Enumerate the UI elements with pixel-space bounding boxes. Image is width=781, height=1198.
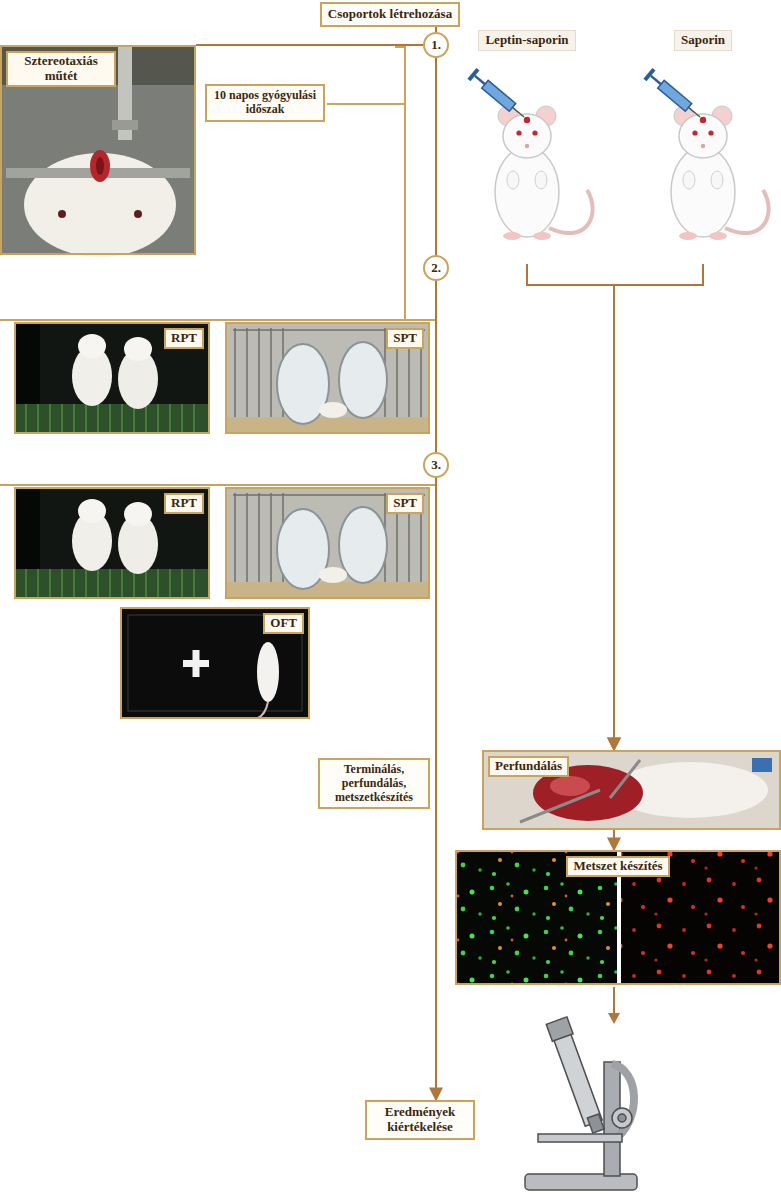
photo-panel: RPT — [14, 487, 210, 599]
node-label: Saporin — [674, 30, 732, 51]
photo-panel: RPT — [14, 322, 210, 434]
rat-illustration — [643, 68, 768, 240]
group-panel: Leptin-saporin — [452, 26, 602, 264]
frame-line — [0, 319, 436, 321]
photo-panel: Perfundálás — [482, 750, 781, 830]
rpt-photo — [14, 487, 210, 599]
node-label: Perfundálás — [488, 756, 569, 777]
photo-panel: Metszet készítés — [455, 850, 781, 985]
photo-panel: OFT — [120, 607, 310, 719]
photo-panel: SPT — [225, 487, 430, 599]
spt-photo — [225, 322, 430, 434]
node-label: Csoportok létrehozása — [328, 7, 452, 22]
node-label: SPT — [386, 493, 424, 514]
node-label: 1. — [431, 38, 441, 53]
node-label: OFT — [263, 613, 304, 634]
node-label: 10 napos gyógyulási időszak — [213, 89, 317, 117]
node-label: Terminálás, perfundálás, metszetkészítés — [326, 763, 422, 804]
process-box: Terminálás, perfundálás, metszetkészítés — [318, 758, 430, 809]
flow-connector — [614, 264, 703, 750]
photo-panel: Sztereotaxiás műtét — [0, 45, 196, 255]
section-images — [457, 852, 779, 983]
bracket — [395, 47, 405, 320]
flow-connector — [435, 58, 437, 255]
process-box: 10 napos gyógyulási időszak — [205, 84, 325, 122]
group-panel: Saporin — [628, 26, 778, 264]
stereotaxic-photo — [0, 45, 196, 257]
node-label: RPT — [164, 493, 204, 514]
step-circle: 2. — [423, 255, 449, 281]
flow-connector — [435, 281, 437, 452]
title-box: Csoportok létrehozása — [320, 2, 460, 27]
flow-connector — [196, 44, 423, 46]
flow-connector — [527, 264, 614, 750]
node-label: Leptin-saporin — [478, 30, 575, 51]
bracket-link — [327, 103, 405, 105]
flow-connector — [613, 830, 615, 850]
node-label: 3. — [431, 458, 441, 473]
step-circle: 3. — [423, 452, 449, 478]
node-label: 2. — [431, 261, 441, 276]
step-circle: 1. — [423, 32, 449, 58]
microscope-icon — [525, 1017, 637, 1190]
node-label: Metszet készítés — [566, 856, 669, 877]
oft-photo — [120, 607, 310, 719]
spt-photo — [225, 487, 430, 599]
node-label: RPT — [164, 328, 204, 349]
photo-panel: SPT — [225, 322, 430, 434]
rat-illustration — [467, 68, 592, 240]
flow-connector — [435, 478, 437, 1100]
result-box: Eredmények kiértékelése — [365, 1100, 475, 1140]
frame-line — [0, 484, 436, 486]
arrow-to-microscope — [608, 987, 620, 1024]
node-label: Eredmények kiértékelése — [373, 1105, 467, 1135]
node-label: Sztereotaxiás műtét — [6, 51, 116, 87]
perfusion-photo — [482, 750, 781, 830]
rpt-photo — [14, 322, 210, 434]
node-label: SPT — [386, 328, 424, 349]
